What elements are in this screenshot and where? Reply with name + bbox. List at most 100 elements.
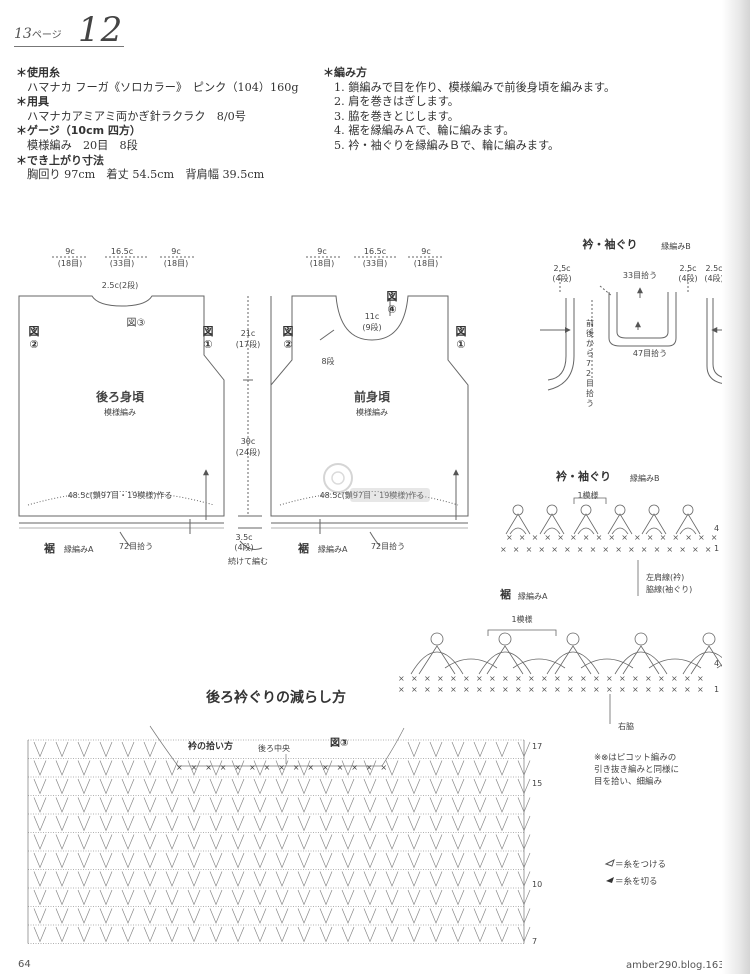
svg-text:×: × bbox=[322, 763, 329, 772]
svg-text:×: × bbox=[544, 533, 551, 542]
spec-heading-1: ＊用具 bbox=[16, 95, 49, 109]
neckline-row17: 17 bbox=[532, 742, 542, 751]
back-width-mid: 16.5c bbox=[111, 247, 133, 256]
front-body-outline bbox=[270, 295, 469, 517]
svg-text:×: × bbox=[645, 674, 652, 683]
front-cast-on: 48.5c(鎖97目・19模様)作る bbox=[320, 490, 425, 500]
edgingA-row4: 4 bbox=[714, 659, 719, 668]
front-hem-pick: 72目拾う bbox=[371, 541, 405, 551]
svg-text:×: × bbox=[593, 685, 600, 694]
neckline-row10: 10 bbox=[532, 880, 542, 889]
svg-text:×: × bbox=[658, 674, 665, 683]
neckline-center: 後ろ中央 bbox=[258, 743, 290, 753]
svg-text:×: × bbox=[513, 545, 520, 554]
back-body-outline bbox=[18, 295, 225, 517]
spec-line-1-0: ハマナカアミアミ両かぎ針ラクラク 8/0号 bbox=[27, 109, 246, 123]
neckline-row7: 7 bbox=[532, 937, 537, 946]
edgingA-repeat: 1模様 bbox=[511, 614, 532, 624]
method-block: ＊編み方 1. 鎖編みで目を作り、模様編みで前後身頃を編みます。2. 肩を巻きは… bbox=[323, 66, 653, 154]
method-step-1: 1. 鎖編みで目を作り、模様編みで前後身頃を編みます。 bbox=[334, 80, 616, 94]
svg-text:×: × bbox=[705, 545, 712, 554]
edgingA-edge: 縁編みA bbox=[518, 591, 548, 601]
svg-text:×: × bbox=[567, 674, 574, 683]
svg-text:×: × bbox=[502, 685, 509, 694]
svg-text:×: × bbox=[711, 533, 718, 542]
svg-text:×: × bbox=[606, 674, 613, 683]
front-neck-depth: 11c bbox=[365, 312, 380, 321]
svg-text:×: × bbox=[596, 533, 603, 542]
svg-text:×: × bbox=[634, 533, 641, 542]
page-ref-number: 13 bbox=[14, 26, 32, 42]
edgingB-title: 衿・袖ぐり bbox=[556, 469, 611, 483]
back-width-right: 9c bbox=[171, 247, 181, 256]
svg-text:×: × bbox=[506, 533, 513, 542]
svg-text:×: × bbox=[532, 533, 539, 542]
svg-text:×: × bbox=[684, 674, 691, 683]
back-hem-pick: 72目拾う bbox=[119, 541, 153, 551]
svg-text:×: × bbox=[476, 685, 483, 694]
svg-text:×: × bbox=[489, 685, 496, 694]
svg-text:×: × bbox=[580, 674, 587, 683]
svg-text:×: × bbox=[632, 685, 639, 694]
svg-text:×: × bbox=[557, 533, 564, 542]
svg-text:×: × bbox=[580, 685, 587, 694]
armhole-rows: (17段) bbox=[236, 339, 260, 349]
neckline-chart: ××××××××××××××× bbox=[27, 725, 531, 944]
back-cast-on: 48.5c(鎖97目・19模様)作る bbox=[68, 490, 173, 500]
collar-armhole-diagram bbox=[540, 270, 727, 391]
svg-text:×: × bbox=[411, 685, 418, 694]
spec-line-2-0: 模様編み 20目 8段 bbox=[27, 138, 138, 152]
method-steps: 1. 鎖編みで目を作り、模様編みで前後身頃を編みます。2. 肩を巻きはぎします。… bbox=[323, 81, 653, 154]
svg-text:×: × bbox=[411, 674, 418, 683]
svg-text:×: × bbox=[615, 545, 622, 554]
page-ref-unit: ページ bbox=[31, 30, 62, 41]
svg-text:×: × bbox=[554, 685, 561, 694]
back-body-pattern: 模様編み bbox=[104, 407, 136, 417]
cut-yarn-text: ＝糸を切る bbox=[615, 876, 658, 887]
svg-text:×: × bbox=[583, 533, 590, 542]
back-hem-edge: 縁編みA bbox=[64, 544, 94, 554]
svg-text:×: × bbox=[564, 545, 571, 554]
spec-line-3-0: 胸回り 97cm 着丈 54.5cm 背肩幅 39.5cm bbox=[27, 168, 265, 182]
svg-text:×: × bbox=[641, 545, 648, 554]
svg-text:×: × bbox=[337, 763, 344, 772]
front-body-name: 前身頃 bbox=[354, 389, 391, 404]
svg-text:×: × bbox=[628, 545, 635, 554]
svg-text:×: × bbox=[398, 685, 405, 694]
back-neck-depth: 2.5c(2段) bbox=[102, 280, 138, 290]
svg-text:×: × bbox=[666, 545, 673, 554]
svg-text:×: × bbox=[608, 533, 615, 542]
picot-note: ※⊗はピコット編みの引き抜き編みと同様に目を拾い、細編み bbox=[594, 752, 679, 787]
back-hem-label: 裾 bbox=[44, 541, 55, 555]
svg-text:×: × bbox=[307, 763, 314, 772]
svg-text:×: × bbox=[528, 685, 535, 694]
svg-text:×: × bbox=[366, 763, 373, 772]
method-step-5: 5. 衿・袖ぐりを縁編みＢで、輪に編みます。 bbox=[334, 138, 560, 152]
svg-text:×: × bbox=[476, 674, 483, 683]
svg-text:×: × bbox=[567, 685, 574, 694]
svg-text:×: × bbox=[679, 545, 686, 554]
specs-block: ＊使用糸ハマナカ フーガ《ソロカラー》 ピンク（104）160g＊用具ハマナカア… bbox=[16, 66, 316, 183]
edgingB-label2: 脇線(袖ぐり) bbox=[646, 584, 692, 594]
svg-text:×: × bbox=[698, 533, 705, 542]
svg-text:×: × bbox=[577, 545, 584, 554]
back-width-mid-rows: (33目) bbox=[110, 259, 134, 268]
svg-text:×: × bbox=[519, 533, 526, 542]
svg-text:×: × bbox=[602, 545, 609, 554]
svg-text:×: × bbox=[541, 674, 548, 683]
front-neck-rows: (9段) bbox=[362, 322, 381, 332]
collar-right-rows: (4段) bbox=[678, 273, 697, 283]
edgingB-row1: 1 bbox=[714, 544, 719, 553]
svg-text:×: × bbox=[593, 674, 600, 683]
svg-text:×: × bbox=[424, 685, 431, 694]
edgingB-chart: ×××××××××××××××××××××××××××××××××× bbox=[500, 497, 718, 596]
page-number: 64 bbox=[18, 959, 31, 970]
collar-right-width: 2.5c bbox=[679, 264, 696, 273]
svg-text:×: × bbox=[380, 763, 387, 772]
back-width-right-rows: (18目) bbox=[164, 259, 188, 268]
